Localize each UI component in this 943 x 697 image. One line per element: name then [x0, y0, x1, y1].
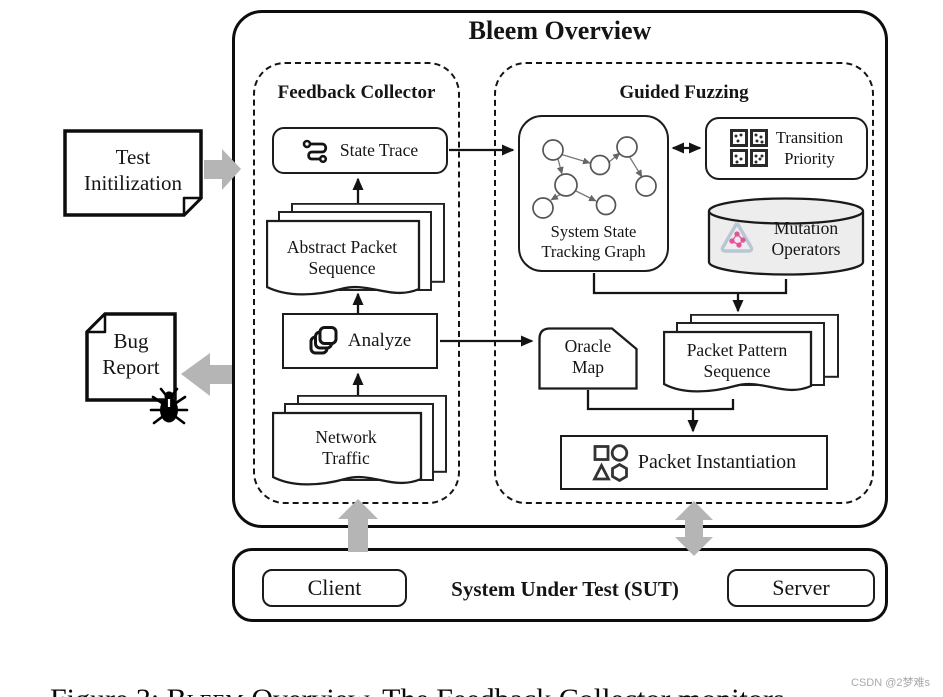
packet-instantiation-label: Packet Instantiation	[637, 451, 797, 473]
bug-report-node: Bug Report	[85, 312, 189, 425]
packet-pattern-sequence-label: Packet Pattern Sequence	[686, 340, 788, 382]
mutation-operators-label: Mutation Operators	[771, 218, 841, 260]
figure-caption-label: Figure 3:	[50, 683, 167, 697]
network-traffic-stack: Network Traffic	[272, 395, 450, 493]
oracle-map-label: Oracle Map	[564, 336, 612, 378]
note-icon	[63, 129, 203, 217]
document-stack-icon	[272, 395, 447, 486]
mutation-icon	[720, 222, 754, 253]
abstract-packet-sequence-label: Abstract Packet Sequence	[286, 237, 398, 279]
client-label: Client	[307, 575, 362, 600]
route-icon	[302, 139, 327, 164]
card-icon	[538, 327, 638, 390]
bug-icon	[149, 387, 189, 425]
abstract-packet-sequence-stack: Abstract Packet Sequence	[266, 203, 446, 305]
oracle-map-node: Oracle Map	[538, 327, 638, 390]
figure-caption-text: Overview. The Feedback Collector monitor…	[244, 683, 784, 697]
client-node: Client	[262, 569, 407, 607]
note-folded-icon	[85, 312, 177, 402]
state-trace-label: State Trace	[339, 140, 419, 160]
layers-icon	[309, 325, 338, 354]
feedback-collector-title: Feedback Collector	[277, 82, 436, 103]
document-stack-icon	[663, 314, 839, 393]
transition-priority-label: Transition Priority	[775, 128, 844, 168]
state-graph-icon	[532, 136, 657, 219]
analyze-label: Analyze	[347, 329, 412, 351]
network-traffic-label: Network Traffic	[315, 427, 377, 469]
figure-caption: Figure 3: Bleem Overview. The Feedback C…	[20, 649, 930, 697]
analyze-node: Analyze	[282, 313, 438, 369]
shapes-icon	[592, 443, 629, 482]
bleem-overview-title: Bleem Overview	[468, 16, 652, 45]
mutation-operators-node: Mutation Operators	[706, 196, 866, 280]
server-label: Server	[772, 575, 830, 600]
test-initialization-label: Test Initilization	[84, 145, 182, 195]
test-initialization-node: Test Initilization	[63, 129, 203, 217]
bug-report-label: Bug Report	[102, 329, 160, 379]
server-node: Server	[727, 569, 875, 607]
guided-fuzzing-title: Guided Fuzzing	[619, 82, 749, 103]
document-stack-icon	[266, 203, 445, 296]
sut-label: System Under Test (SUT)	[451, 577, 679, 601]
transition-priority-node: Transition Priority	[705, 117, 868, 180]
tracking-graph-label: System State Tracking Graph	[541, 222, 646, 262]
dice-grid-icon	[729, 129, 768, 167]
figure-caption-system-name: Bleem	[167, 683, 244, 697]
watermark: CSDN @2梦难s	[851, 677, 931, 689]
packet-pattern-sequence-stack: Packet Pattern Sequence	[663, 314, 839, 400]
packet-instantiation-node: Packet Instantiation	[560, 435, 828, 490]
database-cylinder-icon	[707, 197, 865, 276]
state-trace-node: State Trace	[272, 127, 448, 174]
tracking-graph-node: System State Tracking Graph	[518, 115, 669, 272]
